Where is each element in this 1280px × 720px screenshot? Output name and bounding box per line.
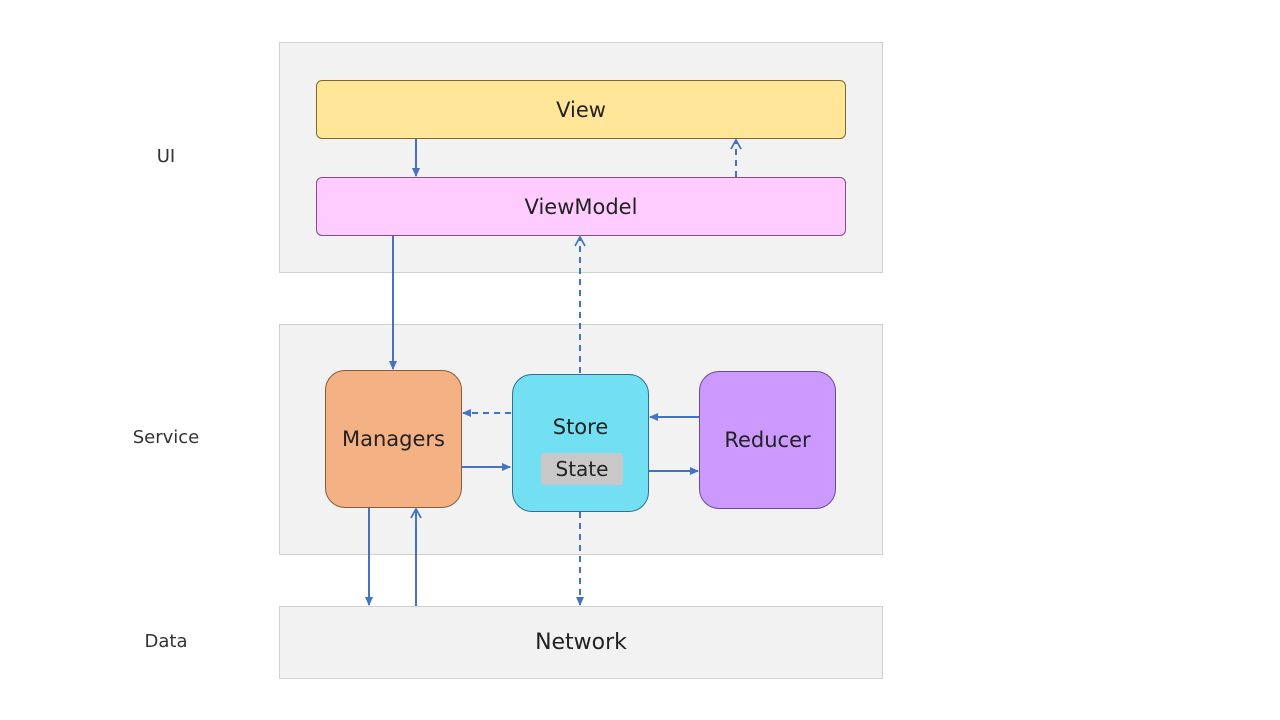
state-label: State [555, 457, 609, 481]
viewmodel-label: ViewModel [524, 194, 638, 219]
view-node: View [316, 80, 846, 139]
reducer-node: Reducer [699, 371, 836, 509]
layer-label-service: Service [132, 427, 200, 448]
managers-node: Managers [325, 370, 462, 508]
reducer-label: Reducer [724, 428, 811, 452]
view-label: View [556, 97, 606, 122]
store-node: Store State [512, 374, 649, 512]
network-node: Network [279, 606, 883, 679]
network-label: Network [535, 630, 627, 655]
managers-label: Managers [342, 427, 445, 451]
layer-label-data: Data [144, 631, 188, 652]
store-label: Store [552, 415, 609, 439]
ui-layer-panel [279, 42, 883, 273]
layer-label-ui: UI [156, 146, 176, 167]
state-box: State [541, 453, 623, 485]
viewmodel-node: ViewModel [316, 177, 846, 236]
